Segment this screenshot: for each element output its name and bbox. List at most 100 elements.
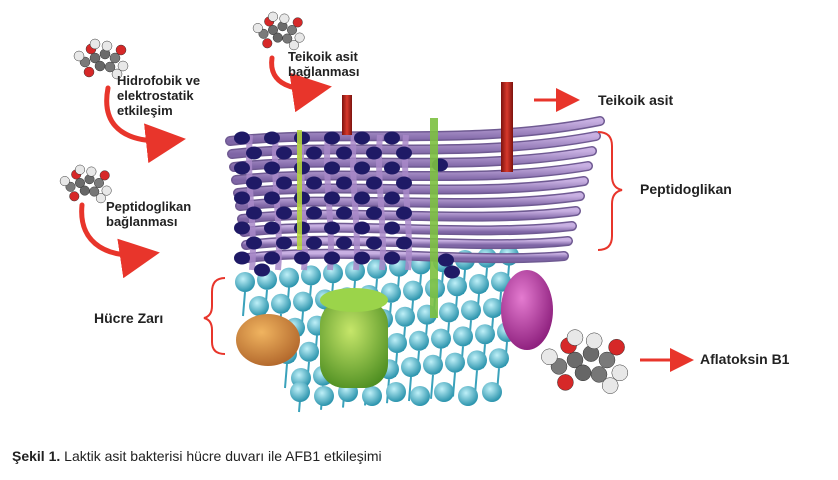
lipid-head [301, 265, 321, 286]
lipid-head [235, 272, 255, 292]
atom [566, 351, 584, 369]
lipid-head [431, 328, 451, 349]
lipid-head [461, 300, 481, 321]
lipid-head [445, 352, 465, 373]
green-strand-1 [430, 118, 438, 318]
aflatoxin-molecule [73, 38, 129, 80]
peptidoglycan-node [396, 176, 412, 190]
atom [89, 52, 101, 64]
peptidoglycan-node [264, 131, 280, 145]
atom [69, 191, 80, 202]
caption-text: Laktik asit bakterisi hücre duvarı ile A… [60, 448, 382, 464]
lipid-head [475, 324, 495, 345]
atom [252, 23, 263, 34]
atom [598, 351, 616, 369]
atom [94, 178, 104, 188]
peptidoglycan-node [336, 206, 352, 220]
atom [288, 40, 299, 51]
peptidoglycan-node [354, 221, 370, 235]
peptidoglycan-node [366, 146, 382, 160]
peptidoglycan-binding-line-2: bağlanması [106, 214, 178, 229]
atom [73, 50, 85, 62]
magenta-protein [501, 270, 553, 350]
lipid-head [453, 326, 473, 347]
teichoic-rod-1 [342, 95, 352, 135]
atom [287, 25, 297, 35]
lipid-head-lower [314, 386, 334, 406]
peptidoglycan-fiber [226, 117, 604, 145]
atom [541, 348, 558, 366]
peptidoglycan-node [336, 176, 352, 190]
hydrophobic-label-line-1: Hidrofobik ve [117, 73, 201, 88]
peptidoglycan-node [354, 131, 370, 145]
lipid-tail [408, 376, 412, 402]
hydrophobic-label: Hidrofobik ve elektrostatik etkileşim [117, 73, 200, 118]
figure-caption: Şekil 1. Laktik asit bakterisi hücre duv… [12, 448, 382, 464]
lipid-head-lower [434, 382, 454, 402]
atom [268, 11, 278, 22]
lipid-head [249, 296, 269, 316]
peptidoglycan-node [246, 236, 262, 250]
hydrophobic-label-line-2: elektrostatik [117, 88, 194, 103]
peptidoglycan-node [306, 236, 322, 250]
peptidoglycan-binding-arrow [79, 202, 160, 279]
teichoic-acid-rods [297, 82, 513, 318]
peptidoglycan-node [276, 206, 292, 220]
peptidoglycan-node [324, 221, 340, 235]
atom [608, 338, 625, 356]
atom [279, 13, 290, 24]
atom [86, 166, 97, 177]
caption-prefix: Şekil 1. [12, 448, 61, 464]
teichoic-binding-line-1: Teikoik asit [288, 49, 358, 64]
atom [115, 44, 127, 56]
peptidoglycan-node [384, 251, 400, 265]
peptidoglycan-node [366, 236, 382, 250]
peptidoglycan-node [444, 265, 460, 279]
peptidoglycan-node [438, 253, 454, 267]
lipid-tail [284, 363, 288, 389]
peptidoglycan-node [276, 236, 292, 250]
lipid-head [345, 261, 365, 281]
atom [574, 364, 592, 382]
peptidoglycan-node [234, 221, 250, 235]
lipid-head-lower [290, 382, 310, 402]
peptidoglycan-bracket [597, 131, 623, 251]
orange-protein [236, 314, 300, 366]
atom [101, 185, 112, 196]
aflatoxin-label: Aflatoksin B1 [700, 351, 790, 367]
lipid-head [409, 330, 429, 351]
lipid-head-lower [410, 386, 430, 406]
peptidoglycan-node [324, 161, 340, 175]
peptidoglycan-fiber [244, 250, 568, 262]
cell-membrane-label: Hücre Zarı [94, 310, 164, 326]
aflatoxin-molecule [59, 164, 112, 204]
atom [101, 40, 113, 52]
peptidoglycan-node [366, 176, 382, 190]
atom [272, 32, 283, 43]
lipid-head [403, 280, 423, 301]
atom [292, 17, 303, 28]
peptidoglycan-node [306, 176, 322, 190]
peptidoglycan-node [264, 191, 280, 205]
atom [262, 38, 273, 49]
lipid-head [401, 357, 421, 377]
peptidoglycan-node [324, 131, 340, 145]
peptidoglycan-node [324, 251, 340, 265]
hydrophobic-label-line-3: etkileşim [117, 103, 173, 118]
peptidoglycan-node [396, 206, 412, 220]
membrane-proteins [236, 270, 553, 388]
aflatoxin-molecule [541, 329, 629, 394]
peptidoglycan-node [246, 176, 262, 190]
atom [282, 33, 293, 44]
peptidoglycan-node [264, 251, 280, 265]
peptidoglycan-node [276, 176, 292, 190]
atom [59, 176, 70, 187]
brackets [203, 131, 623, 355]
peptidoglycan-node [306, 146, 322, 160]
lipid-head [271, 293, 291, 314]
atom [566, 329, 584, 346]
teichoic-acid-label: Teikoik asit [598, 92, 674, 108]
peptidoglycan-node [384, 161, 400, 175]
lipid-head-lower [458, 386, 478, 406]
